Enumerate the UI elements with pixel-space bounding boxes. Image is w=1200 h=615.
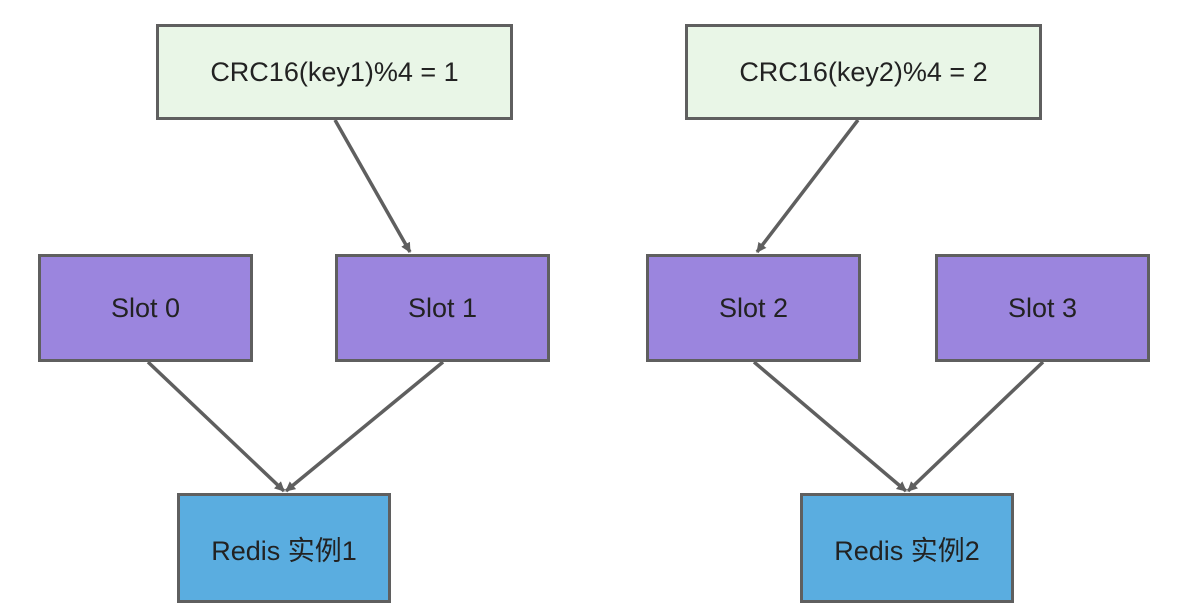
arrow-hash1-to-slot1 [333, 119, 412, 253]
redis-instance-node-2: Redis 实例2 [800, 493, 1014, 603]
slot-node-2: Slot 2 [646, 254, 861, 362]
arrow-slot0-to-redis1 [146, 360, 286, 493]
redis-instance-node-1: Redis 实例1 [177, 493, 391, 603]
slot-node-3: Slot 3 [935, 254, 1150, 362]
slot-node-1: Slot 1 [335, 254, 550, 362]
hash-node-key1: CRC16(key1)%4 = 1 [156, 24, 513, 120]
arrow-slot3-to-redis2 [906, 360, 1045, 493]
arrow-slot1-to-redis1 [284, 360, 445, 493]
hash-node-key2: CRC16(key2)%4 = 2 [685, 24, 1042, 120]
arrow-slot2-to-redis2 [752, 360, 908, 493]
slot-node-0: Slot 0 [38, 254, 253, 362]
arrow-hash2-to-slot2 [755, 118, 860, 254]
